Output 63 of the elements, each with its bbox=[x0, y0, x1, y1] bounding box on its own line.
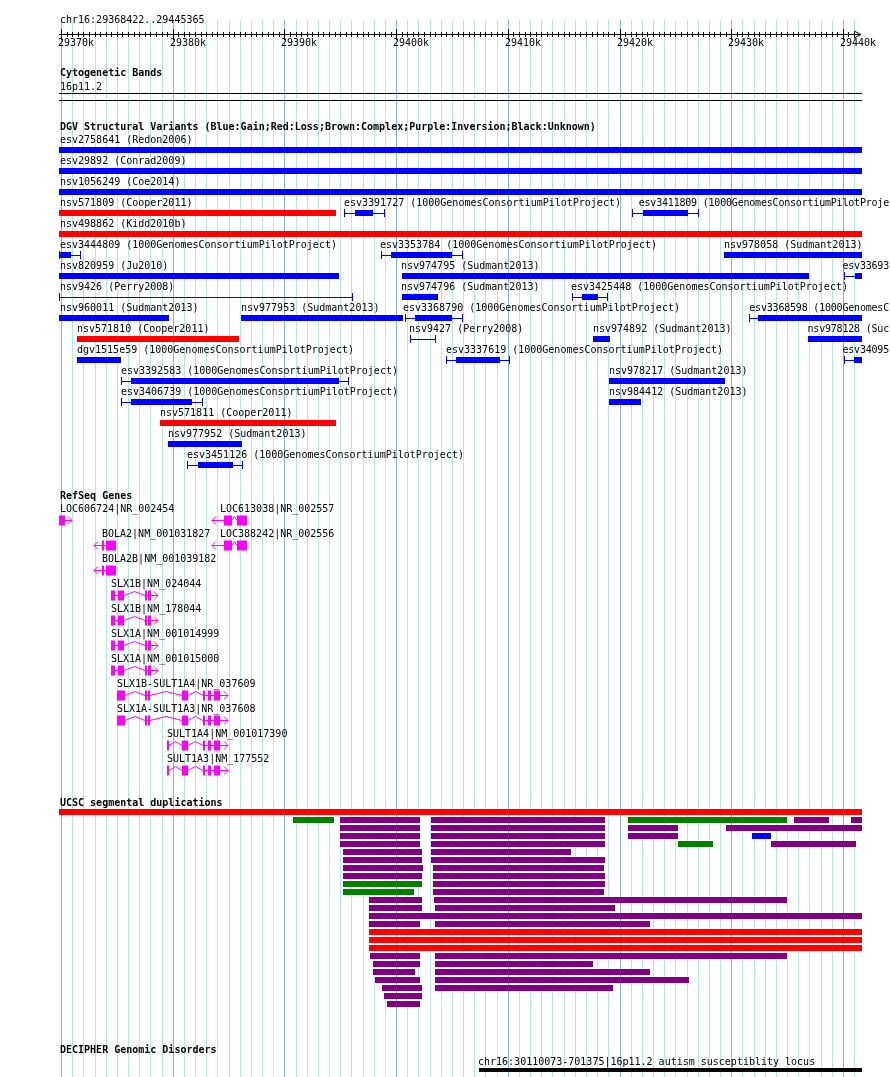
gene-label: BOLA2B|NM_001039182 bbox=[102, 553, 217, 565]
feature-label: nsv571810 (Cooper2011) bbox=[77, 323, 210, 335]
feature-label: esv3391727 (1000GenomesConsortiumPilotProject) bbox=[344, 197, 621, 209]
feature-label: nsv978217 (Sudmant2013) bbox=[609, 365, 748, 377]
locus-label: chr16:29368422..29445365 bbox=[60, 14, 205, 26]
feature-label: esv33693 bbox=[842, 260, 889, 272]
gene-label: SLX1A|NM_001015000 bbox=[111, 653, 220, 665]
gene-label: SLX1B|NM_178044 bbox=[111, 603, 202, 615]
tick-label: 29400k bbox=[393, 37, 430, 49]
feature-label: esv3368790 (1000GenomesConsortiumPilotProject) bbox=[403, 302, 680, 314]
feature-label: nsv984412 (Sudmant2013) bbox=[609, 386, 748, 398]
gene-label: SULT1A4|NM_001017390 bbox=[167, 728, 288, 740]
feature-label: esv3444809 (1000GenomesConsortiumPilotProject) bbox=[60, 239, 337, 251]
track-title: Cytogenetic Bands bbox=[60, 67, 163, 79]
tick-label: 29370k bbox=[58, 37, 95, 49]
feature-label: nsv498862 (Kidd2010b) bbox=[60, 218, 187, 230]
track-title: DGV Structural Variants (Blue:Gain;Red:Loss;Brown:Complex;Purple:Inversion;Black:Unknown) bbox=[60, 121, 596, 133]
tick-label: 29430k bbox=[728, 37, 765, 49]
tick-label: 29390k bbox=[281, 37, 318, 49]
gene-label: SULT1A3|NM_177552 bbox=[167, 753, 270, 765]
track-title: RefSeq Genes bbox=[60, 490, 133, 502]
gene-label: SLX1A-SULT1A3|NR_037608 bbox=[117, 703, 256, 715]
gene-label: SLX1B-SULT1A4|NR_037609 bbox=[117, 678, 256, 690]
feature-label: nsv974796 (Sudmant2013) bbox=[401, 281, 540, 293]
band-label: 16p11.2 bbox=[60, 81, 103, 93]
feature-label: nsv974795 (Sudmant2013) bbox=[401, 260, 540, 272]
feature-label: esv3411809 (1000GenomesConsortiumPilotProje bbox=[638, 197, 889, 209]
feature-label: nsv977953 (Sudmant2013) bbox=[241, 302, 380, 314]
feature-label: nsv571811 (Cooper2011) bbox=[160, 407, 293, 419]
feature-label: nsv1056249 (Coe2014) bbox=[60, 176, 181, 188]
feature-label: nsv571809 (Cooper2011) bbox=[60, 197, 193, 209]
feature-label: esv3392583 (1000GenomesConsortiumPilotProject) bbox=[121, 365, 398, 377]
gene-label: LOC606724|NR_002454 bbox=[60, 503, 175, 515]
gene-label: BOLA2|NM_001031827 bbox=[102, 528, 211, 540]
feature-label: nsv960011 (Sudmant2013) bbox=[60, 302, 199, 314]
tick-label: 29380k bbox=[170, 37, 207, 49]
gene-label: SLX1A|NM_001014999 bbox=[111, 628, 220, 640]
gene-label: LOC613038|NR_002557 bbox=[220, 503, 335, 515]
feature-label: esv2758641 (Redon2006) bbox=[60, 134, 193, 146]
track-title: DECIPHER Genomic Disorders bbox=[60, 1044, 217, 1056]
tick-label: 29440k bbox=[840, 37, 877, 49]
feature-label: esv29892 (Conrad2009) bbox=[60, 155, 187, 167]
feature-label: nsv978058 (Sudmant2013) bbox=[724, 239, 863, 251]
feature-label: nsv9426 (Perry2008) bbox=[60, 281, 175, 293]
feature-label: esv3353784 (1000GenomesConsortiumPilotProject) bbox=[380, 239, 657, 251]
feature-label: nsv977952 (Sudmant2013) bbox=[168, 428, 307, 440]
feature-label: nsv9427 (Perry2008) bbox=[409, 323, 524, 335]
feature-label: nsv974892 (Sudmant2013) bbox=[593, 323, 732, 335]
feature-label: nsv978128 (Suc bbox=[807, 323, 889, 335]
locus-label: chr16:30110073-701375|16p11.2 autism susceptiblity locus bbox=[478, 1056, 816, 1068]
track-title: UCSC segmental duplications bbox=[60, 797, 223, 809]
feature-label: esv3406739 (1000GenomesConsortiumPilotProject) bbox=[121, 386, 398, 398]
feature-label: esv3368598 (1000GenomesC bbox=[749, 302, 889, 314]
feature-label: nsv820959 (Ju2010) bbox=[60, 260, 169, 272]
feature-label: esv3425448 (1000GenomesConsortiumPilotProject) bbox=[571, 281, 848, 293]
feature-label: esv3337619 (1000GenomesConsortiumPilotProject) bbox=[446, 344, 723, 356]
feature-label: dgv1515e59 (1000GenomesConsortiumPilotProject) bbox=[77, 344, 354, 356]
feature-label: esv34095 bbox=[842, 344, 889, 356]
feature-label: esv3451126 (1000GenomesConsortiumPilotProject) bbox=[187, 449, 464, 461]
gene-label: SLX1B|NM_024044 bbox=[111, 578, 202, 590]
tick-label: 29420k bbox=[617, 37, 654, 49]
gene-label: LOC388242|NR_002556 bbox=[220, 528, 335, 540]
tick-label: 29410k bbox=[505, 37, 542, 49]
